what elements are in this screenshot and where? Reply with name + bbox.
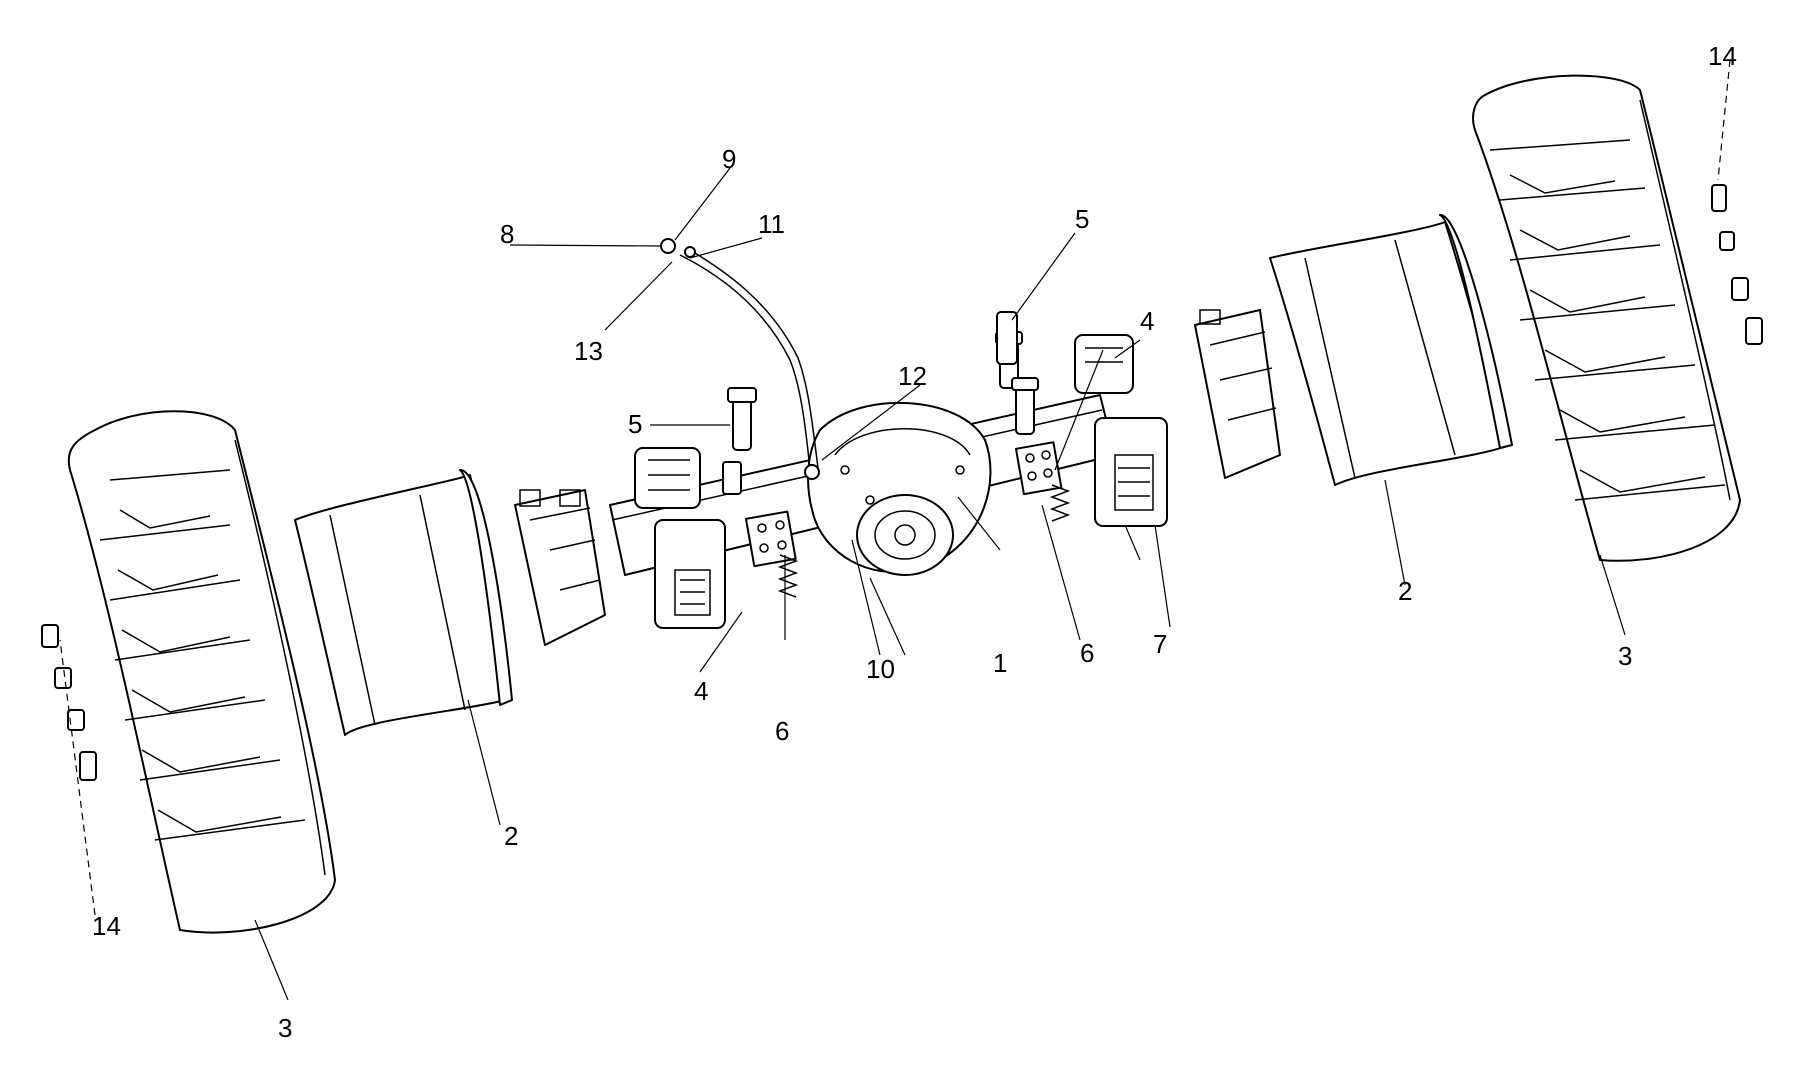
spring-6-right bbox=[1049, 484, 1071, 522]
callout-5-right: 5 bbox=[1075, 204, 1089, 234]
hub-assembly-left bbox=[514, 489, 606, 646]
spring-6-left bbox=[777, 554, 799, 598]
callout-14-left: 14 bbox=[92, 911, 121, 941]
breather-pipe bbox=[660, 238, 820, 480]
leader-lines bbox=[59, 59, 1731, 1001]
callout-4-left: 4 bbox=[694, 676, 708, 706]
hub-assembly-right bbox=[1194, 309, 1281, 479]
wheel-nuts-right bbox=[1711, 184, 1763, 345]
callout-2-right: 2 bbox=[1398, 576, 1412, 606]
brake-unit-left-upper bbox=[634, 447, 701, 509]
callout-labels: 1 2 2 3 3 4 4 5 5 6 6 7 8 9 10 11 12 13 … bbox=[92, 41, 1737, 1043]
callout-3-left: 3 bbox=[278, 1013, 292, 1043]
callout-1: 1 bbox=[993, 648, 1007, 678]
rim-left bbox=[294, 468, 513, 736]
brake-unit-right-upper bbox=[1074, 334, 1134, 394]
bolt-5-left bbox=[722, 387, 757, 495]
callout-9: 9 bbox=[722, 144, 736, 174]
callout-7: 7 bbox=[1153, 629, 1167, 659]
wheel-nuts-left bbox=[41, 624, 97, 781]
rim-right bbox=[1269, 214, 1513, 486]
callout-10: 10 bbox=[866, 654, 895, 684]
brake-unit-left-lower bbox=[654, 519, 726, 629]
callout-3-right: 3 bbox=[1618, 641, 1632, 671]
tire-left bbox=[67, 410, 336, 934]
callout-5-left: 5 bbox=[628, 409, 642, 439]
callout-6-left: 6 bbox=[775, 716, 789, 746]
differential-housing bbox=[807, 401, 992, 576]
callout-13: 13 bbox=[574, 336, 603, 366]
tire-right bbox=[1472, 74, 1741, 562]
callout-14-right: 14 bbox=[1708, 41, 1737, 71]
bolt-5-right bbox=[995, 311, 1039, 435]
callout-12: 12 bbox=[898, 361, 927, 391]
brake-unit-right-lower bbox=[1094, 417, 1168, 527]
callout-8: 8 bbox=[500, 219, 514, 249]
support-bracket-left bbox=[744, 510, 797, 568]
callout-6-right: 6 bbox=[1080, 638, 1094, 668]
callout-2-left: 2 bbox=[504, 821, 518, 851]
callout-11: 11 bbox=[758, 209, 785, 239]
callout-4-right: 4 bbox=[1140, 306, 1154, 336]
